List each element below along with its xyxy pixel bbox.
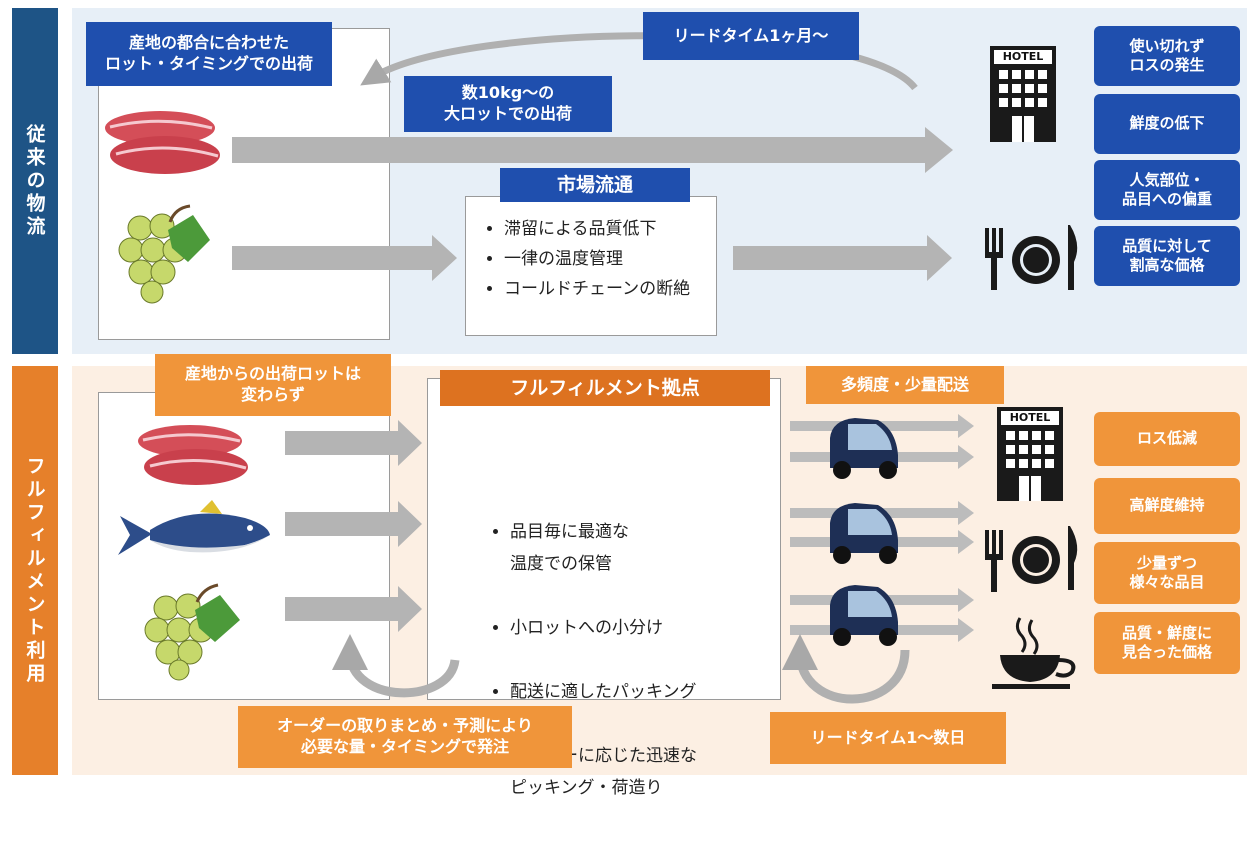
side-label-fulfillment: フルフィルメント利用: [12, 366, 58, 775]
meat-icon-top: [105, 111, 220, 174]
market-issues-list: 滞留による品質低下 一律の温度管理 コールドチェーンの断絶: [482, 214, 714, 304]
market-item: 一律の温度管理: [504, 244, 714, 274]
lead-time-label-bottom: リードタイム1～数日: [770, 712, 1006, 764]
market-item: コールドチェーンの断絶: [504, 274, 714, 304]
benefit-badge: 品質・鮮度に 見合った価格: [1094, 612, 1240, 674]
order-curve: [332, 634, 460, 698]
problem-badge: 鮮度の低下: [1094, 94, 1240, 154]
hub-item: 品目毎に最適な 温度での保管: [510, 516, 778, 580]
delivery-vehicle-icon-2: [830, 503, 898, 564]
hub-box: [427, 378, 781, 700]
hotel-icon-bottom: [997, 407, 1063, 501]
market-item: 滞留による品質低下: [504, 214, 714, 244]
benefit-badge: 少量ずつ 様々な品目: [1094, 542, 1240, 604]
problem-badge: 品質に対して 割高な価格: [1094, 226, 1240, 286]
benefit-badge: 高鮮度維持: [1094, 478, 1240, 534]
hotel-sign-bottom: HOTEL: [1009, 411, 1051, 424]
origin-callout-top: 産地の都合に合わせた ロット・タイミングでの出荷: [86, 22, 332, 86]
hub-item: 小ロットへの小分け: [510, 612, 778, 644]
grapes-icon-top: [118, 204, 210, 304]
order-callout: オーダーの取りまとめ・予測により 必要な量・タイミングで発注: [238, 706, 572, 768]
arrow-fish-to-hub: [285, 501, 422, 547]
lead-time-label-top: リードタイム1ヶ月～: [643, 12, 859, 60]
hotel-icon-top: [990, 46, 1056, 142]
arrow-grape-to-market: [232, 235, 457, 281]
diagram-graphics: [105, 32, 1078, 704]
large-lot-label: 数10kg～の 大ロットでの出荷: [404, 76, 612, 132]
hub-item: 配送に適したパッキング: [510, 676, 778, 708]
side-label-conventional: 従来の物流: [12, 8, 58, 354]
hotel-sign-top: HOTEL: [1002, 50, 1044, 63]
meat-icon-bottom: [138, 425, 248, 485]
origin-callout-bottom: 産地からの出荷ロットは 変わらず: [155, 354, 391, 416]
arrow-grape-to-hub: [285, 586, 422, 632]
restaurant-icon-top: [985, 225, 1078, 290]
problem-badge: 人気部位・ 品目への偏重: [1094, 160, 1240, 220]
coffee-cup-icon: [992, 617, 1076, 689]
arrow-meat-top: [232, 127, 953, 173]
hub-title: フルフィルメント拠点: [440, 370, 770, 406]
hub-features-list: 品目毎に最適な 温度での保管 小ロットへの小分け 配送に適したパッキング オーダ…: [488, 452, 778, 868]
restaurant-icon-bottom: [985, 526, 1078, 592]
grapes-icon-bottom: [144, 583, 240, 681]
delivery-label: 多頻度・少量配送: [806, 366, 1004, 404]
arrow-meat-to-hub: [285, 420, 422, 466]
arrow-market-to-restaurant: [733, 235, 952, 281]
lead-time-curve-bottom: [782, 634, 910, 704]
problem-badge: 使い切れず ロスの発生: [1094, 26, 1240, 86]
delivery-vehicle-icon-3: [830, 585, 898, 646]
market-title: 市場流通: [500, 168, 690, 202]
delivery-vehicle-icon-1: [830, 418, 898, 479]
benefit-badge: ロス低減: [1094, 412, 1240, 466]
fish-icon: [118, 500, 270, 555]
